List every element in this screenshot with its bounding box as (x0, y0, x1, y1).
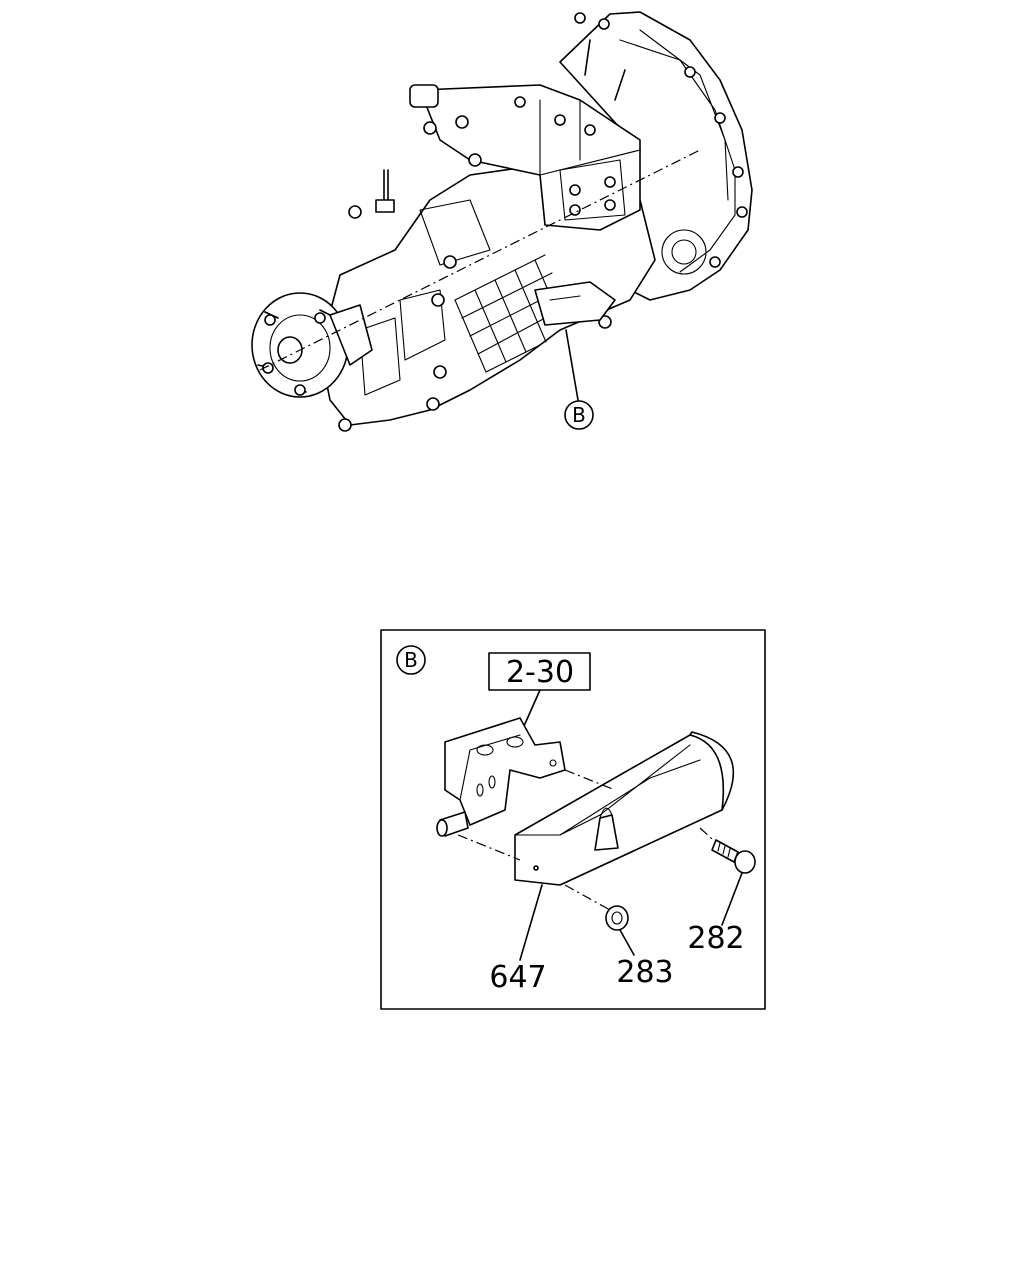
alignment-line-2 (457, 834, 521, 861)
callout-b-label-detail: B (404, 648, 418, 672)
mounting-bracket-drawing (436, 717, 566, 837)
callout-b-label-main: B (572, 403, 586, 427)
cover-plate-drawing (514, 731, 735, 886)
ref-box-label: 2-30 (506, 655, 574, 690)
part-number-282: 282 (687, 921, 744, 956)
part-number-283: 283 (616, 955, 673, 990)
callout-b-circle-main (564, 400, 594, 430)
part-number-647: 647 (489, 960, 546, 995)
alignment-line-3 (564, 884, 611, 911)
callout-b-circle-detail (396, 645, 426, 675)
flange-bolt-drawing (711, 839, 756, 874)
detail-view-frame (380, 629, 766, 1010)
alignment-line-1 (564, 769, 616, 791)
leader-line-b-main (565, 329, 579, 401)
leader-283 (619, 929, 635, 956)
flange-nut-drawing (605, 905, 629, 931)
leader-282 (721, 872, 743, 926)
transmission-assembly-drawing (251, 11, 753, 432)
ref-box-2-30 (488, 652, 591, 691)
leader-647 (519, 884, 543, 961)
